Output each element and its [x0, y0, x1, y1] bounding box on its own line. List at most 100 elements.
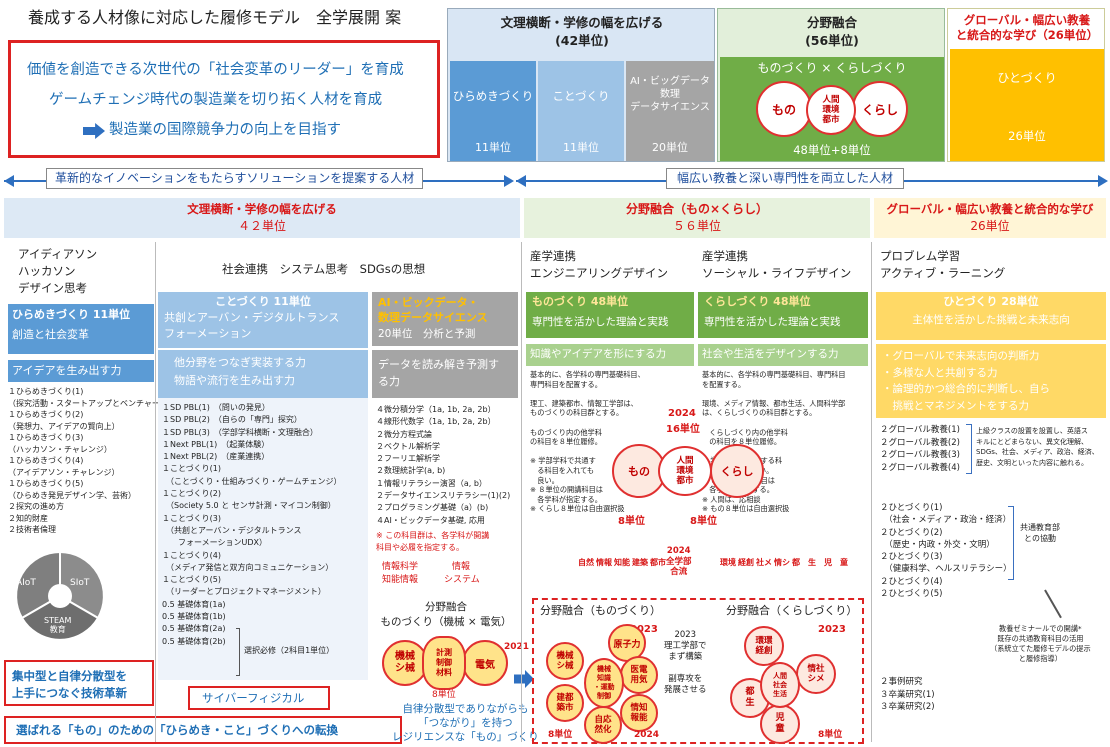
koto-title-box: ことづくり 11単位 共創とアーバン・デジタルトランス フォーメーション: [158, 292, 368, 348]
top-circle-mono: もの: [756, 81, 812, 137]
circle-joho: 情知 報能: [620, 694, 658, 732]
col1-bottom-box: 集中型と自律分散型を 上手につなぐ技術革新: [4, 660, 154, 706]
global-bracket: [966, 424, 972, 474]
hito-bracket: [1008, 506, 1014, 580]
mid-8-left: 8単位: [618, 516, 645, 527]
mission-box: 価値を創造できる次世代の「社会変革のリーダー」を育成 ゲームチェンジ時代の製造業…: [8, 40, 440, 158]
circle-genshiryoku: 原子力: [608, 624, 646, 662]
mono-text: 基本的に、各学科の専門基礎科目、 専門科目を配置する。 理工、建築都市、情報工学…: [530, 370, 645, 514]
tag-r-7: 童: [840, 558, 848, 567]
sangaku-1: 産学連携 エンジニアリングデザイン: [530, 249, 668, 280]
bottom-line-box: 選ばれる「もの」のための「ひらめき・こと」づくりへの転換: [4, 716, 402, 744]
year-2021: 2021: [504, 642, 530, 652]
bottom-units-l: 8単位: [548, 730, 573, 740]
jiritsu-text: 自律分散型でありながらも 「つながり」を持つ レジリエンスな「もの」づくり: [392, 703, 539, 743]
aiot-pie-diagram: [15, 550, 105, 641]
circle-shizen: 自応 然化: [584, 706, 622, 744]
small-circle-center: 計測 制御 材料: [422, 636, 466, 690]
kurashi-band: 社会や生活をデザインする力: [698, 344, 868, 366]
mid-2024: 2024: [668, 408, 696, 419]
circle-jido: 児 童: [760, 704, 800, 744]
col1-band: アイデアを生み出す力: [8, 360, 154, 382]
ai-list: ４微分積分学（1a, 1b, 2a, 2b） ４線形代数学（1a, 1b, 2a…: [376, 405, 511, 525]
tag-r-3: 情シ: [774, 558, 790, 567]
mid-circle-kurashi: くらし: [710, 444, 764, 498]
joho-tag-4: システム: [444, 575, 480, 585]
cyber-box: サイバーフィジカル: [188, 686, 330, 710]
mid-16: 16単位: [666, 424, 700, 435]
sec3-header: グローバル・幅広い教養と統合的な学び 26単位: [874, 198, 1106, 238]
mono-box-title: 分野融合（ものづくり）: [540, 604, 661, 617]
top-hirameki-col: ひらめきづくり 11単位: [450, 61, 536, 161]
hito-title-box: ひとづくり 28単位 主体性を活かした挑戦と未来志向: [876, 292, 1106, 340]
tag-r-1: 経創: [738, 558, 754, 567]
joho-tag-3: 知能情報: [382, 575, 419, 585]
mid-circle-center: 人間 環境 都市: [658, 446, 712, 496]
top-global-body: ひとづくり 26単位: [950, 49, 1104, 161]
koto-list-bg: [158, 398, 368, 680]
circle-kikai: 機械 シ械: [546, 642, 584, 680]
kura-box-title: 分野融合（くらしづくり）: [726, 604, 858, 617]
arrow-left-icon: [4, 175, 14, 187]
arrow-right-icon: [504, 175, 514, 187]
top-ai-col: AI・ビッグデータ 数理 データサイエンス 20単位: [626, 61, 714, 161]
mono-title-box: ものづくり 48単位 専門性を活かした理論と実践: [526, 292, 694, 338]
arrow-right-icon-3: [514, 670, 534, 688]
taiiku-bracket: [236, 628, 240, 676]
top-global-panel: グローバル・幅広い教養 と統合的な学び（26単位） ひとづくり 26単位: [947, 8, 1105, 162]
mission-line-3: 製造業の国際競争力の向上を目指す: [109, 122, 341, 138]
pie-label-siot: SIoT: [70, 578, 90, 588]
small-circle-denki: 電気: [462, 640, 508, 686]
pbl-label: プロブレム学習 アクティブ・ラーニング: [880, 249, 1006, 280]
sec2-header: 分野融合（もの×くらし） ５６単位: [524, 198, 870, 238]
top-bunri-units: (42単位): [555, 33, 609, 48]
arrow2-label: 幅広い教養と深い専門性を両立した人材: [666, 168, 905, 189]
tag-l-3: 建築: [632, 558, 648, 567]
joho-tag-2: 情報: [452, 562, 471, 572]
bunya-small-title: 分野融合 ものづくり（機械 × 電気）: [380, 601, 512, 628]
top-bunri-panel: 文理横断・学修の幅を広げる (42単位) ひらめきづくり 11単位 ことづくり …: [447, 8, 715, 162]
circle-mono-center: 機械 知識 ・運動 制御: [584, 658, 624, 708]
circle-shakai: 情社 シメ: [796, 654, 836, 694]
taiiku-note: 選択必修（2科目1単位）: [244, 646, 335, 655]
mono-box-year: 2023: [630, 624, 658, 635]
page-title: 養成する人材像に対応した履修モデル 全学展開 案: [28, 8, 402, 27]
shakai-line: 社会連携 システム思考 SDGsの思想: [222, 262, 426, 276]
ai-band: データを読み解き予測す る力: [372, 350, 518, 398]
mid-8-right: 8単位: [690, 516, 717, 527]
hito-list: ２ひとづくり(1) （社会・メディア・政治・経済） ２ひとづくり(2) （歴史・…: [880, 503, 1012, 600]
tag-r-5: 生: [808, 558, 816, 567]
pie-label-steam: STEAM 教育: [44, 616, 72, 634]
top-koto-col: ことづくり 11単位: [538, 61, 624, 161]
ai-note: ※ この科目群は、各学科が開講 科目や必履を指定する。: [376, 531, 490, 552]
circle-iden: 医電 用気: [620, 656, 658, 694]
tag-l-1: 情報: [596, 558, 612, 567]
kyotsu-note: 共通教育部 との協動: [1020, 523, 1060, 543]
top-bunya-body: ものづくり × くらしづくり もの くらし 人間 環境 都市 48単位+8単位: [720, 57, 944, 161]
arrow-right-icon: [83, 123, 105, 139]
joho-tag-1: 情報科学: [382, 562, 419, 572]
zengaku-note: 2024 全学部 合流: [666, 546, 692, 577]
small-circle-kikai: 機械 シ械: [382, 640, 428, 686]
tag-r-4: 都: [792, 558, 800, 567]
tag-l-4: 都市: [650, 558, 666, 567]
bottom-units-r: 8単位: [818, 730, 843, 740]
bottom-2024: 2024: [634, 730, 660, 740]
tag-l-2: 知能: [614, 558, 630, 567]
tag-r-2: 社メ: [756, 558, 772, 567]
top-circle-center: 人間 環境 都市: [806, 85, 856, 135]
mono-band: 知識やアイデアを形にする力: [526, 344, 694, 366]
tag-l-0: 自然: [578, 558, 594, 567]
col1-head: アイディアソン ハッカソン デザイン思考: [18, 247, 98, 295]
seminar-pointer: [1044, 589, 1062, 619]
mid-circle-mono: もの: [612, 444, 666, 498]
circle-kura-center: 人間 社会 生活: [760, 662, 800, 708]
col-divider-1: [155, 242, 156, 742]
mission-line-1: 価値を創造できる次世代の「社会変革のリーダー」を育成: [27, 62, 404, 78]
kura-box-year: 2023: [818, 624, 846, 635]
sec1-header: 文理横断・学修の幅を広げる ４２単位: [4, 198, 520, 238]
top-bunri-title: 文理横断・学修の幅を広げる: [500, 15, 664, 30]
arrow1-label: 革新的なイノベーションをもたらすソリューションを提案する人材: [46, 168, 424, 189]
bunya-dashed-box: [532, 598, 864, 744]
col1-title-box: ひらめきづくり 11単位 創造と社会変革: [8, 304, 154, 354]
